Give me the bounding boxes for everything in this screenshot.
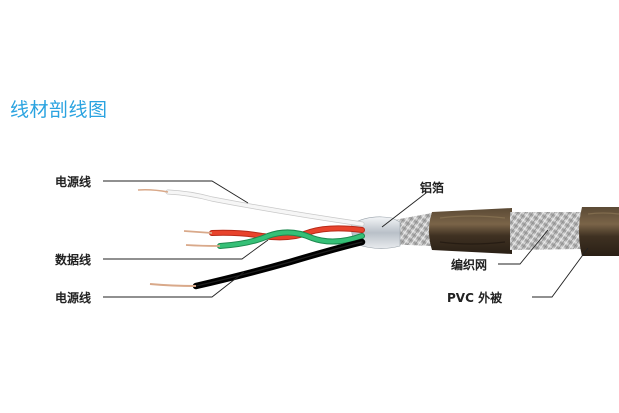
label-braided-shield: 编织网 (451, 258, 488, 272)
label-power-wire-top: 电源线 (55, 175, 92, 189)
leader-power-bottom (103, 271, 245, 298)
leader-power-top (103, 180, 249, 204)
wire-red (183, 225, 365, 241)
leader-data (103, 239, 269, 260)
wire-white (137, 188, 365, 227)
pvc-jacket-segment-2 (579, 207, 619, 256)
wire-green (185, 229, 365, 249)
leader-foil (381, 192, 427, 228)
label-pvc-jacket: PVC 外被 (447, 291, 503, 305)
leader-jacket (532, 247, 589, 298)
leader-lines (103, 180, 589, 298)
label-data-wire: 数据线 (55, 253, 92, 267)
wire-black (149, 238, 366, 290)
label-aluminum-foil: 铝箔 (420, 181, 445, 195)
pvc-jacket-segment-1 (429, 208, 512, 254)
leader-braid (498, 229, 549, 265)
label-power-wire-bottom: 电源线 (55, 291, 92, 305)
diagram-title: 线材剖线图 (10, 99, 108, 121)
